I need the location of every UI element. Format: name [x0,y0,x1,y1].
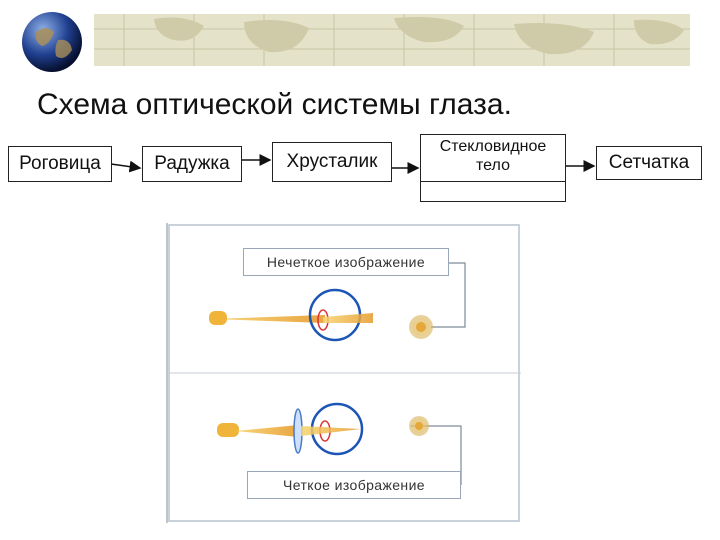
flow-label: Радужка [154,153,230,174]
flow-label: Сетчатка [608,152,690,173]
flow-box-cornea: Роговица [8,146,112,182]
world-map-icon [94,14,690,66]
page-title: Схема оптической системы глаза. [37,88,512,121]
flow-label: Хрусталик [286,151,378,172]
flow-box-retina: Сетчатка [596,146,702,180]
flow-label: Стекловидное тело [439,138,547,174]
caption-text: Нечеткое изображение [266,254,426,270]
flow-label: Роговица [19,153,101,174]
blurry-image-caption: Нечеткое изображение [243,248,449,276]
sharp-image-caption: Четкое изображение [247,471,461,499]
flow-arrow [110,160,142,173]
flow-box-iris: Радужка [142,146,242,182]
optics-figure: Нечеткое изображение Четкое изображение [165,223,521,523]
eye-optics-illustration [166,223,521,523]
world-map-banner [94,14,690,66]
globe-icon [20,10,84,74]
flow-box-vitreous: Стекловидное тело [420,134,566,202]
caption-text: Четкое изображение [283,477,425,493]
box-divider [421,181,565,182]
flow-box-lens: Хрусталик [272,142,392,182]
